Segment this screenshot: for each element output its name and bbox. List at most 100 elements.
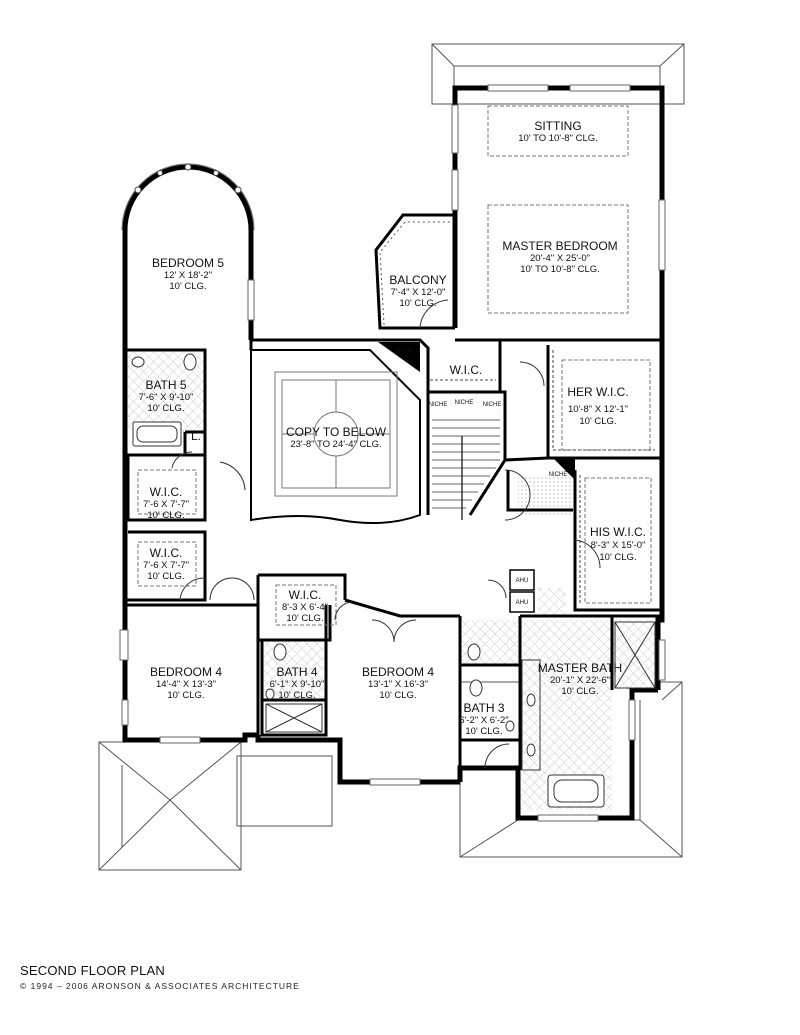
staircase xyxy=(432,419,500,520)
vanity-master xyxy=(521,659,541,771)
south-wall-a xyxy=(255,735,460,785)
sink-master-1 xyxy=(526,693,536,707)
bath5-size: 7'-6" X 9'-10" xyxy=(139,392,194,403)
door-balcony xyxy=(419,299,449,329)
master-bath-name: MASTER BATH xyxy=(538,661,622,675)
niche-label-4: NICHE xyxy=(395,348,414,354)
niche-label-5: NICHE xyxy=(549,472,568,478)
foyer-floor xyxy=(518,475,573,515)
bath4-ceiling: 10' CLG. xyxy=(278,690,315,701)
doors xyxy=(171,299,601,769)
bedroom5-size: 12' X 18'-2" xyxy=(164,270,212,281)
bath5-ceiling: 10' CLG. xyxy=(147,403,184,414)
wic-top-name: W.I.C. xyxy=(450,363,483,377)
roof-front xyxy=(236,755,333,827)
fixtures xyxy=(131,353,656,808)
wic-b5-ceiling: 10' CLG. xyxy=(147,510,184,521)
master-bedroom-name: MASTER BEDROOM xyxy=(502,239,617,253)
her-wic-ceiling: 10' CLG. xyxy=(579,416,616,427)
copy-below-inlay xyxy=(274,371,398,497)
niches xyxy=(378,342,575,480)
roof-left xyxy=(98,741,242,871)
door-bedroom4-left xyxy=(209,577,255,601)
bath3-floor xyxy=(460,620,518,665)
bedroom4-left-size: 14'-4" X 13'-3" xyxy=(156,679,216,690)
wic-bed4b-ceiling: 10' CLG. xyxy=(286,613,323,624)
door-his-wic xyxy=(574,539,601,569)
his-wic-size: 8'-3" X 15'-0" xyxy=(591,540,646,551)
door-bedroom5 xyxy=(219,461,246,491)
niche-label-1: NICHE xyxy=(455,400,474,406)
door-master-hall xyxy=(504,469,531,521)
toilet-master xyxy=(467,643,481,661)
bedroom4-center-size: 13'-1" X 16'-3" xyxy=(368,679,428,690)
door-her-wic xyxy=(519,361,545,387)
toilet-bath3 xyxy=(469,679,483,697)
bay-window-ticks xyxy=(134,163,242,194)
niche-label-2: NICHE xyxy=(429,402,448,408)
master-bath-ceiling: 10' CLG. xyxy=(561,686,598,697)
door-ahu xyxy=(487,579,507,599)
copy-below-name: COPY TO BELOW xyxy=(286,425,387,439)
her-wic-name: HER W.I.C. xyxy=(567,385,628,399)
bedroom5-bay-window xyxy=(121,163,255,231)
bedroom4-center-name: BEDROOM 4 xyxy=(362,665,434,679)
door-bath3 xyxy=(484,743,510,769)
bath4-name: BATH 4 xyxy=(276,665,317,679)
laundry-name: L. xyxy=(191,429,201,443)
bedroom4-center-ceiling: 10' CLG. xyxy=(379,690,416,701)
shower-bath4 xyxy=(265,703,323,733)
niche-copy xyxy=(378,342,420,372)
balcony-size: 7'-4" X 12'-0" xyxy=(391,287,446,298)
wic-bed4b-size: 8'-3 X 6'-4" xyxy=(282,602,328,613)
door-wic-bed4b xyxy=(334,601,353,621)
bedroom4-left-ceiling: 10' CLG. xyxy=(167,690,204,701)
sink-bath5 xyxy=(131,356,145,368)
plan-title: SECOND FLOOR PLAN xyxy=(20,963,165,978)
ahu-closets xyxy=(509,569,535,613)
wic-b4-name: W.I.C. xyxy=(150,546,183,560)
balcony-rail xyxy=(379,221,450,326)
toilet-bath4 xyxy=(273,643,287,661)
his-wic-name: HIS W.I.C. xyxy=(590,525,646,539)
plan-copyright: © 1994 – 2006 ARONSON & ASSOCIATES ARCHI… xyxy=(20,981,300,991)
shower-master xyxy=(614,621,656,689)
wic-bed4b-name: W.I.C. xyxy=(289,588,322,602)
bedroom5-name: BEDROOM 5 xyxy=(152,256,224,270)
bath3-name: BATH 3 xyxy=(463,701,504,715)
niche-corner xyxy=(553,458,575,480)
ahu-label-1: AHU xyxy=(516,578,529,584)
balcony-name: BALCONY xyxy=(389,273,446,287)
wic-b5-name: W.I.C. xyxy=(150,485,183,499)
balcony-ceiling: 10' CLG. xyxy=(399,298,436,309)
wic-b4-size: 7'-6 X 7'-7" xyxy=(143,560,189,571)
toilet-bath5 xyxy=(183,353,197,371)
bath3-size: 6'-2" X 6'-2" xyxy=(459,715,508,726)
hall-floor xyxy=(538,588,566,616)
wic-b5-size: 7'-6 X 7'-7" xyxy=(143,499,189,510)
door-bath5 xyxy=(171,451,193,469)
sink-bath4 xyxy=(265,688,275,700)
roof-top xyxy=(431,43,685,105)
bedroom4-left-name: BEDROOM 4 xyxy=(150,665,222,679)
labels: SITTING 10' TO 10'-8" CLG. MASTER BEDROO… xyxy=(139,119,646,737)
bath4-size: 6'-1" X 9'-10" xyxy=(270,679,325,690)
sitting-ceiling: 10' TO 10'-8" CLG. xyxy=(518,133,598,144)
master-bath-size: 20'-1" X 22'-6" xyxy=(550,675,610,686)
his-wic-ceiling: 10' CLG. xyxy=(599,552,636,563)
sitting-name: SITTING xyxy=(534,119,581,133)
copy-below-size: 23'-8" TO 24'-4" CLG. xyxy=(290,439,381,450)
door-bedroom4-center xyxy=(371,619,417,643)
ahu-label-2: AHU xyxy=(516,600,529,606)
sink-bath3 xyxy=(505,720,515,732)
interior-walls xyxy=(125,213,662,782)
master-bedroom-ceiling: 10' TO 10'-8" CLG. xyxy=(520,264,600,275)
bath3-ceiling: 10' CLG. xyxy=(465,726,502,737)
bedroom5-ceiling: 10' CLG. xyxy=(169,281,206,292)
her-wic-size: 10'-8" X 12'-1" xyxy=(568,404,628,415)
closet-shelves xyxy=(430,350,655,605)
wic-b4-ceiling: 10' CLG. xyxy=(147,571,184,582)
door-wic-b4 xyxy=(179,577,206,601)
sink-master-2 xyxy=(526,743,536,757)
